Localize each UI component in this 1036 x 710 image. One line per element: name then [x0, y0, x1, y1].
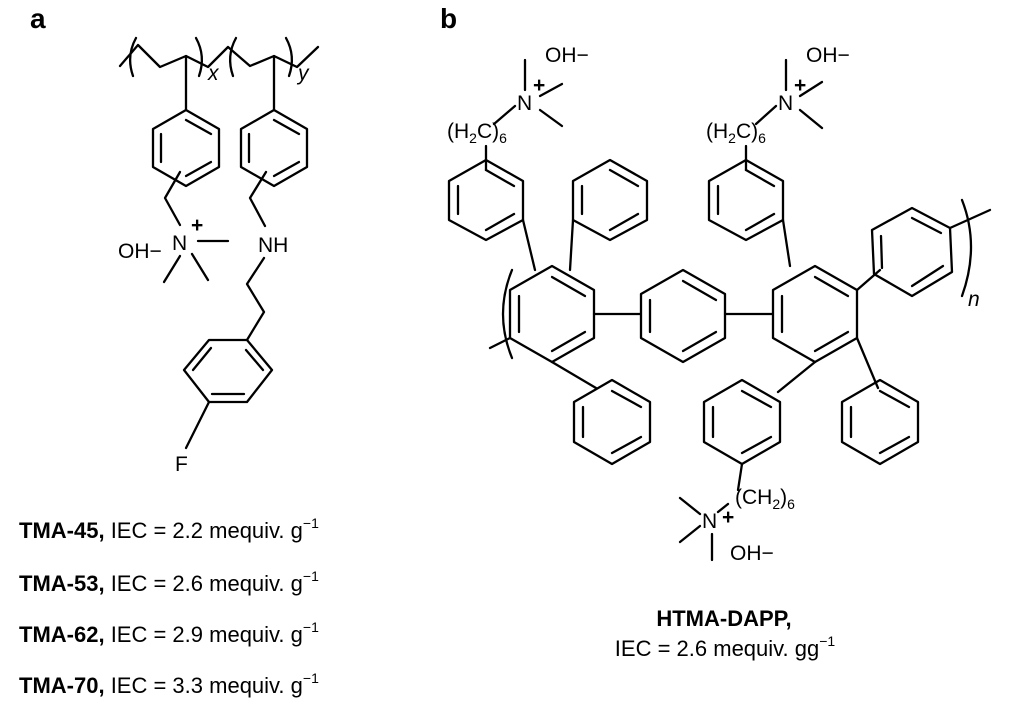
- benzene-ring-y: [239, 108, 309, 188]
- tma-70-caption: TMA-70, IEC = 3.3 mequiv. g−1: [19, 670, 319, 698]
- amine-label: NH: [258, 234, 288, 257]
- core-ring-right: [771, 264, 859, 364]
- nitrogen-b-3: N: [702, 510, 717, 533]
- nitrogen-b-1: N: [517, 92, 532, 115]
- spacer-label-b-3: (CH2)6: [735, 486, 795, 512]
- spacer-label-b-1: (H2C)6: [447, 120, 507, 146]
- bracket-y-close: [284, 36, 294, 78]
- charge-b-1: +: [533, 74, 545, 97]
- repeat-index-y: y: [296, 62, 310, 85]
- phenyl-bottom-right: [840, 378, 920, 466]
- pendant-phenyl-3: [702, 378, 782, 466]
- htma-dapp-structure: OH− N + (H2C)6 OH− N + (H2C)6: [447, 44, 992, 565]
- ethyl-linker: [245, 256, 266, 342]
- repeat-index-n: n: [968, 288, 980, 311]
- nitrogen-a: N: [172, 232, 187, 255]
- phenyl-top-left: [571, 158, 649, 242]
- charge-a: +: [191, 214, 203, 237]
- charge-b-3: +: [722, 506, 734, 529]
- panel-b-label: b: [440, 3, 457, 34]
- bracket-b-close: [960, 198, 973, 298]
- fluorophenyl-ring: [182, 338, 274, 404]
- tma-45-caption: TMA-45, IEC = 2.2 mequiv. g−1: [19, 515, 319, 543]
- bracket-x-open: [128, 36, 138, 78]
- bracket-y-open: [228, 36, 238, 78]
- core-ring-left: [508, 264, 596, 364]
- tma-62-caption: TMA-62, IEC = 2.9 mequiv. g−1: [19, 619, 319, 647]
- bracket-b-open: [501, 268, 514, 360]
- htma-dapp-iec: IEC = 2.6 mequiv. gg−1: [614, 633, 836, 661]
- phenyl-bottom-left: [572, 378, 652, 466]
- core-ring-center: [639, 268, 727, 364]
- counter-ion-b-1: OH−: [545, 44, 589, 67]
- tma-copolymer-structure: x y OH− N + NH F: [118, 36, 320, 476]
- bracket-x-close: [194, 36, 204, 78]
- counter-ion-a: OH−: [118, 240, 162, 263]
- counter-ion-b-3: OH−: [730, 542, 774, 565]
- charge-b-2: +: [794, 74, 806, 97]
- nitrogen-b-2: N: [778, 92, 793, 115]
- pendant-phenyl-1: [447, 158, 525, 242]
- benzene-ring-x: [151, 108, 221, 188]
- benzyl-bond-amine: [248, 170, 268, 228]
- fluorine-label: F: [175, 453, 188, 476]
- counter-ion-b-2: OH−: [806, 44, 850, 67]
- tma-53-caption: TMA-53, IEC = 2.6 mequiv. g−1: [19, 568, 319, 596]
- panel-a-label: a: [30, 3, 46, 34]
- polymer-backbone: [118, 43, 320, 69]
- pendant-phenyl-2: [707, 158, 785, 242]
- spacer-label-b-2: (H2C)6: [706, 120, 766, 146]
- methyl-bond-3: [162, 254, 182, 284]
- htma-dapp-name: HTMA-DAPP,: [656, 606, 792, 631]
- fluorine-bond: [184, 400, 211, 450]
- chain-phenyl: [870, 206, 954, 298]
- benzyl-bond-ammonium: [163, 170, 182, 227]
- repeat-index-x: x: [207, 62, 220, 85]
- methyl-bond-2: [190, 252, 210, 282]
